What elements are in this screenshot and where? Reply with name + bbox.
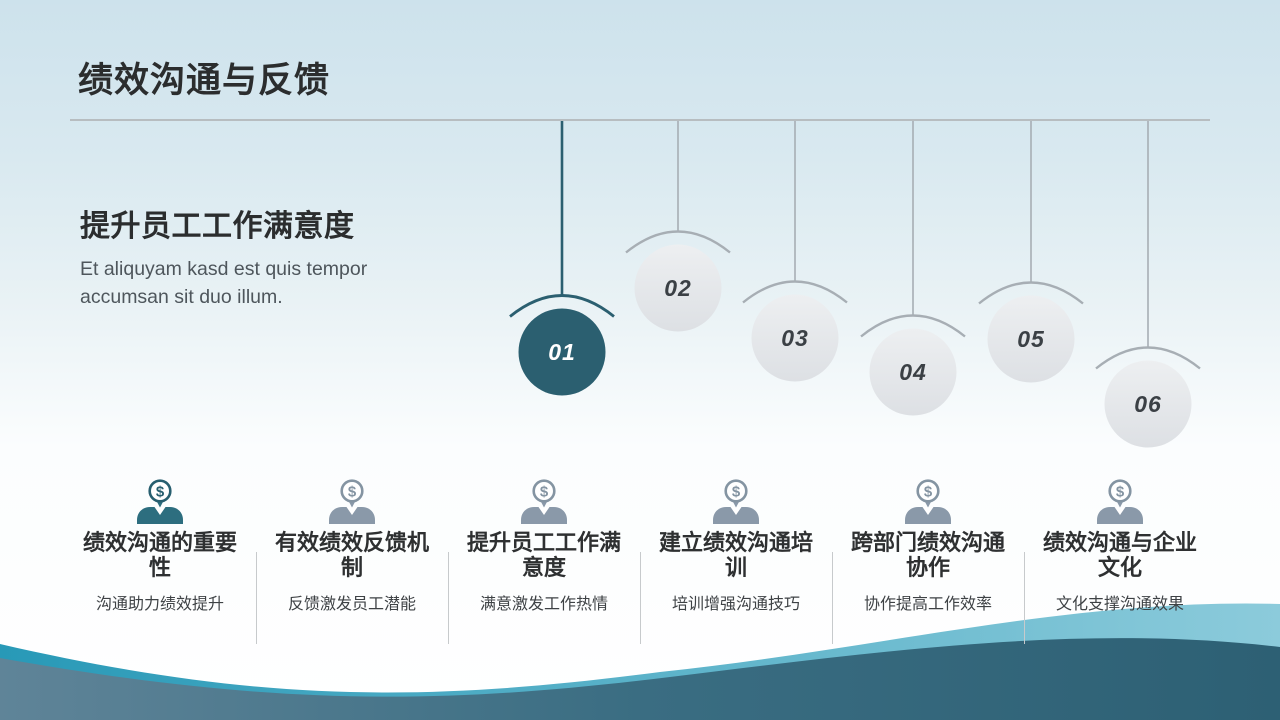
feature-desc: 培训增强沟通技巧 [671, 596, 800, 614]
feature-desc: 协作提高工作效率 [863, 596, 992, 614]
dollar-glyph: $ [924, 483, 933, 500]
feature-title: 提升员工工作满意度 [466, 530, 621, 580]
intro-body: Et aliquyam kasd est quis tempor accumsa… [80, 258, 368, 308]
dollar-person-icon: $ [137, 479, 183, 524]
feature-desc: 文化支撑沟通效果 [1055, 596, 1184, 614]
feature-column-5: $ 跨部门绩效沟通协作 协作提高工作效率 [832, 478, 1024, 645]
pendulum-item-2: 02 [625, 121, 731, 332]
dollar-person-icon: $ [521, 479, 567, 524]
dollar-person-icon: $ [905, 479, 951, 524]
pendulum-diagram: 01 02 03 04 05 [509, 121, 1201, 448]
wave-dark-layer [0, 638, 1280, 720]
dollar-person-icon: $ [1097, 479, 1143, 524]
pendulum-number: 01 [548, 339, 576, 365]
feature-title: 绩效沟通的重要性 [82, 530, 237, 580]
title-divider [70, 119, 1210, 121]
dollar-person-icon: $ [329, 479, 375, 524]
dollar-glyph: $ [732, 483, 741, 500]
feature-column-3: $ 提升员工工作满意度 满意激发工作热情 [448, 478, 640, 645]
feature-title: 绩效沟通与企业文化 [1042, 530, 1197, 580]
dollar-glyph: $ [156, 483, 165, 500]
feature-column-6: $ 绩效沟通与企业文化 文化支撑沟通效果 [1024, 478, 1216, 645]
feature-column-2: $ 有效绩效反馈机制 反馈激发员工潜能 [256, 478, 448, 645]
intro-block: 提升员工工作满意度 Et aliquyam kasd est quis temp… [80, 201, 440, 311]
intro-heading: 提升员工工作满意度 [80, 210, 355, 243]
feature-column-4: $ 建立绩效沟通培训 培训增强沟通技巧 [640, 478, 832, 645]
feature-column-1: $ 绩效沟通的重要性 沟通助力绩效提升 [64, 478, 256, 614]
page-title: 绩效沟通与反馈 [78, 61, 331, 100]
feature-desc: 满意激发工作热情 [479, 596, 608, 614]
pendulum-item-6: 06 [1095, 121, 1201, 448]
pendulum-item-4: 04 [860, 121, 966, 416]
dollar-person-icon: $ [713, 479, 759, 524]
feature-title: 有效绩效反馈机制 [274, 530, 429, 580]
feature-desc: 沟通助力绩效提升 [95, 596, 224, 614]
pendulum-number: 06 [1134, 391, 1162, 417]
dollar-glyph: $ [540, 483, 549, 500]
pendulum-number: 02 [664, 275, 692, 301]
pendulum-number: 05 [1017, 326, 1045, 352]
pendulum-number: 03 [781, 325, 809, 351]
pendulum-item-3: 03 [742, 121, 848, 382]
feature-desc: 反馈激发员工潜能 [287, 596, 416, 614]
dollar-glyph: $ [1116, 483, 1125, 500]
feature-title: 跨部门绩效沟通协作 [850, 530, 1005, 580]
feature-title: 建立绩效沟通培训 [658, 530, 813, 580]
dollar-glyph: $ [348, 483, 357, 500]
pendulum-item-1: 01 [509, 121, 615, 396]
pendulum-number: 04 [899, 359, 927, 385]
feature-columns: $ 绩效沟通的重要性 沟通助力绩效提升 $ 有效绩效反馈机制 反馈激发员工潜能 [64, 478, 1216, 645]
pendulum-item-5: 05 [978, 121, 1084, 383]
